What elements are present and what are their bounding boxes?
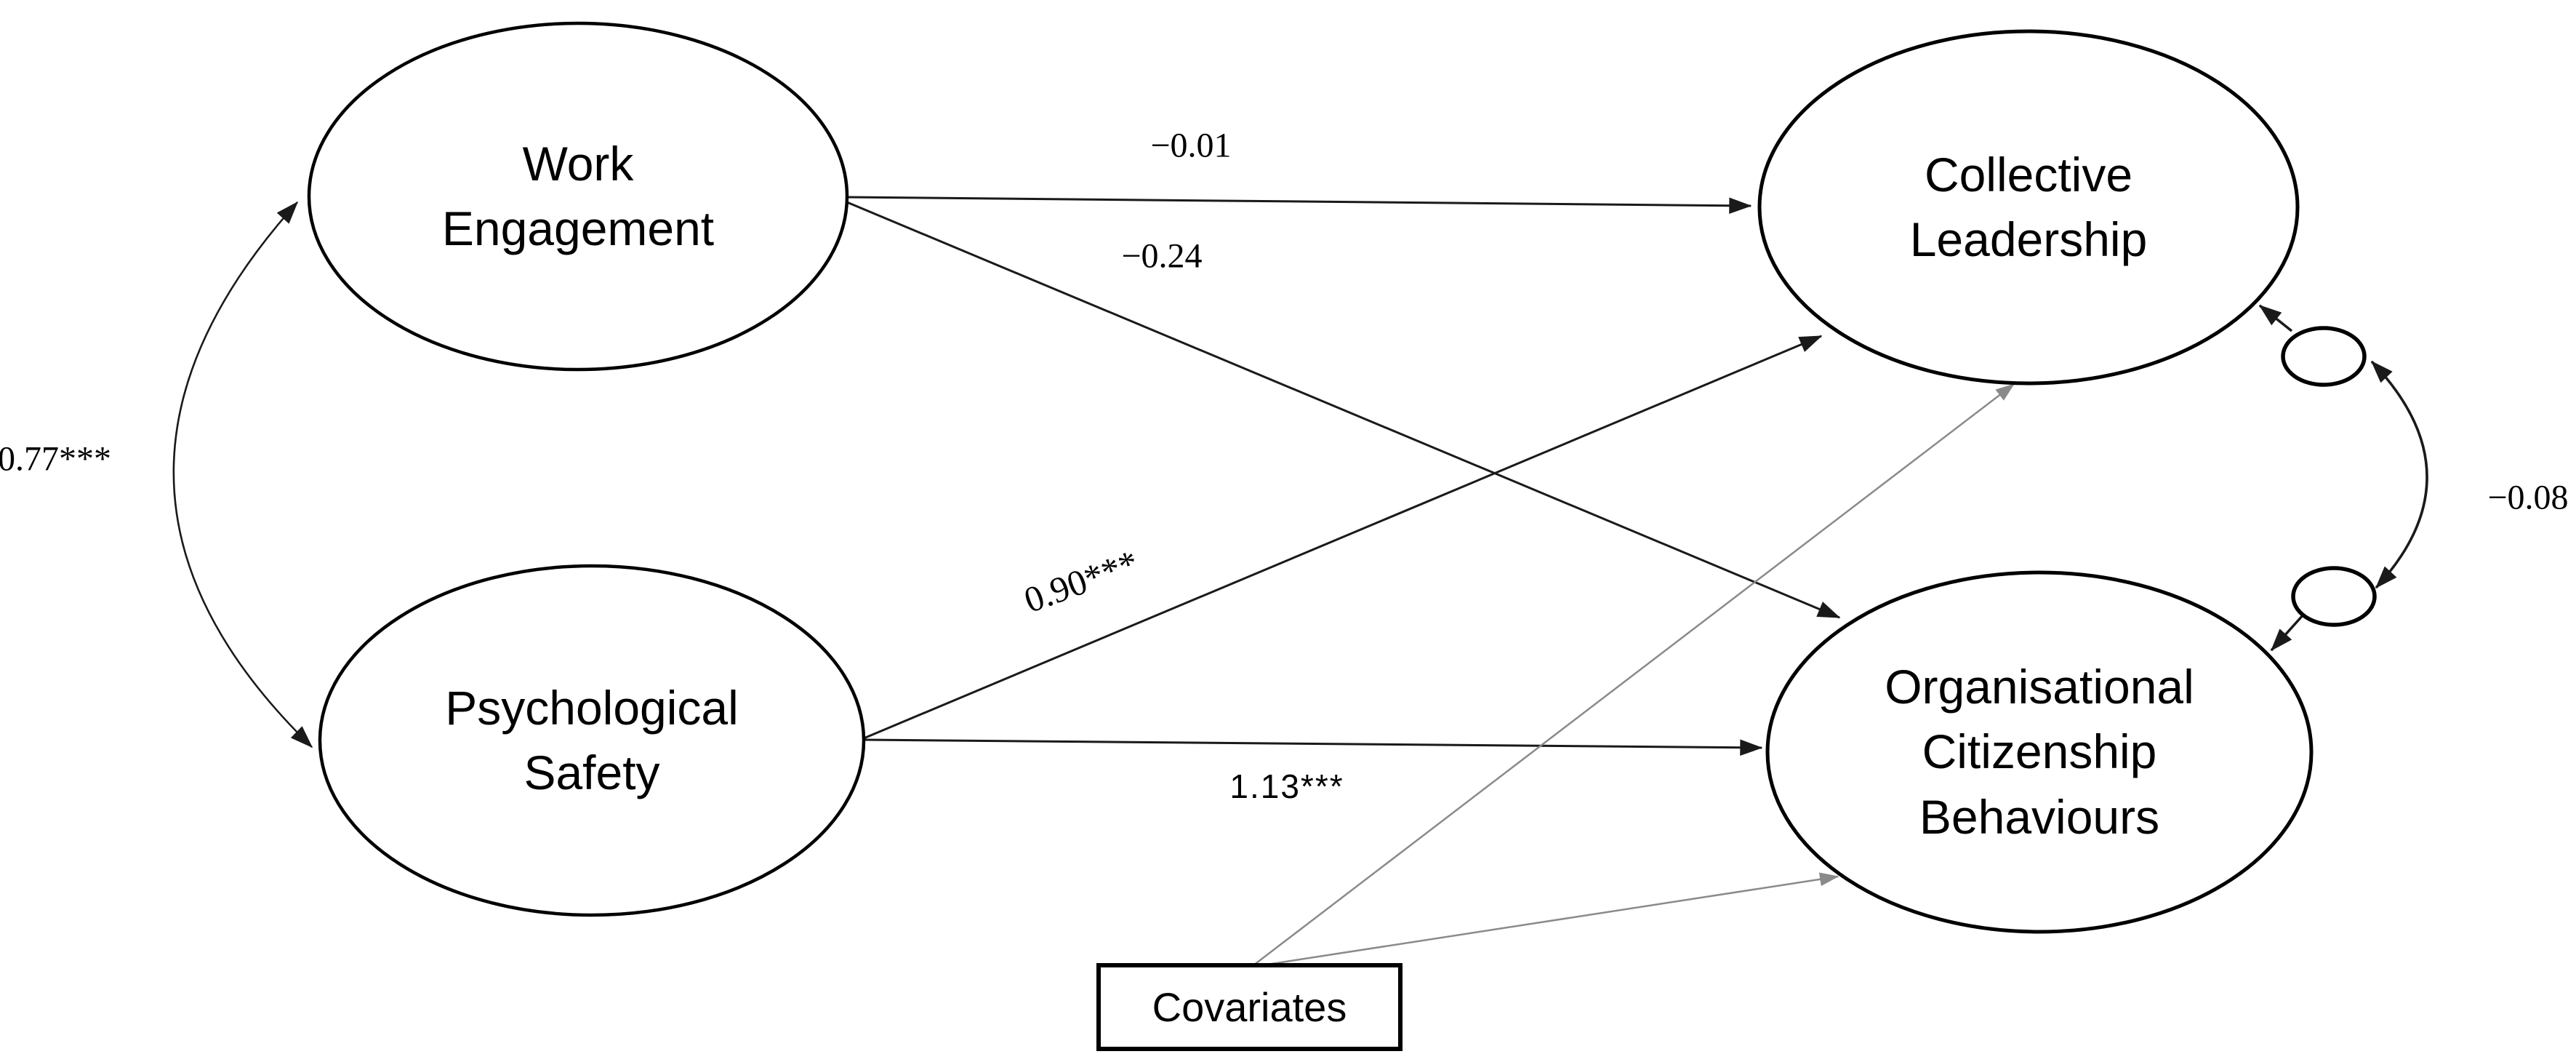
path-error2-to-ocb bbox=[2270, 613, 2305, 652]
path-we-to-ocb bbox=[846, 201, 1841, 619]
ellipse-work-engagement bbox=[307, 21, 849, 372]
covariance-arc-errors bbox=[2370, 360, 2428, 589]
path-we-to-cl bbox=[846, 196, 1752, 214]
ellipse-collective-leadership bbox=[1757, 29, 2300, 386]
path-ps-to-ocb bbox=[863, 738, 1763, 756]
ellipse-error-term-1 bbox=[2281, 326, 2367, 387]
covariates-box bbox=[1096, 963, 1403, 1051]
path-ps-to-cl bbox=[863, 335, 1823, 740]
path-covariates-to-cl bbox=[1253, 383, 2015, 966]
ellipse-error-term-2 bbox=[2291, 566, 2377, 627]
ellipse-psychological-safety bbox=[318, 564, 866, 917]
ellipse-organisational-citizenship-behaviours bbox=[1765, 570, 2314, 934]
covariance-arc-we-ps bbox=[172, 201, 313, 748]
path-covariates-to-ocb bbox=[1261, 872, 1839, 967]
path-error1-to-cl bbox=[2258, 304, 2293, 332]
